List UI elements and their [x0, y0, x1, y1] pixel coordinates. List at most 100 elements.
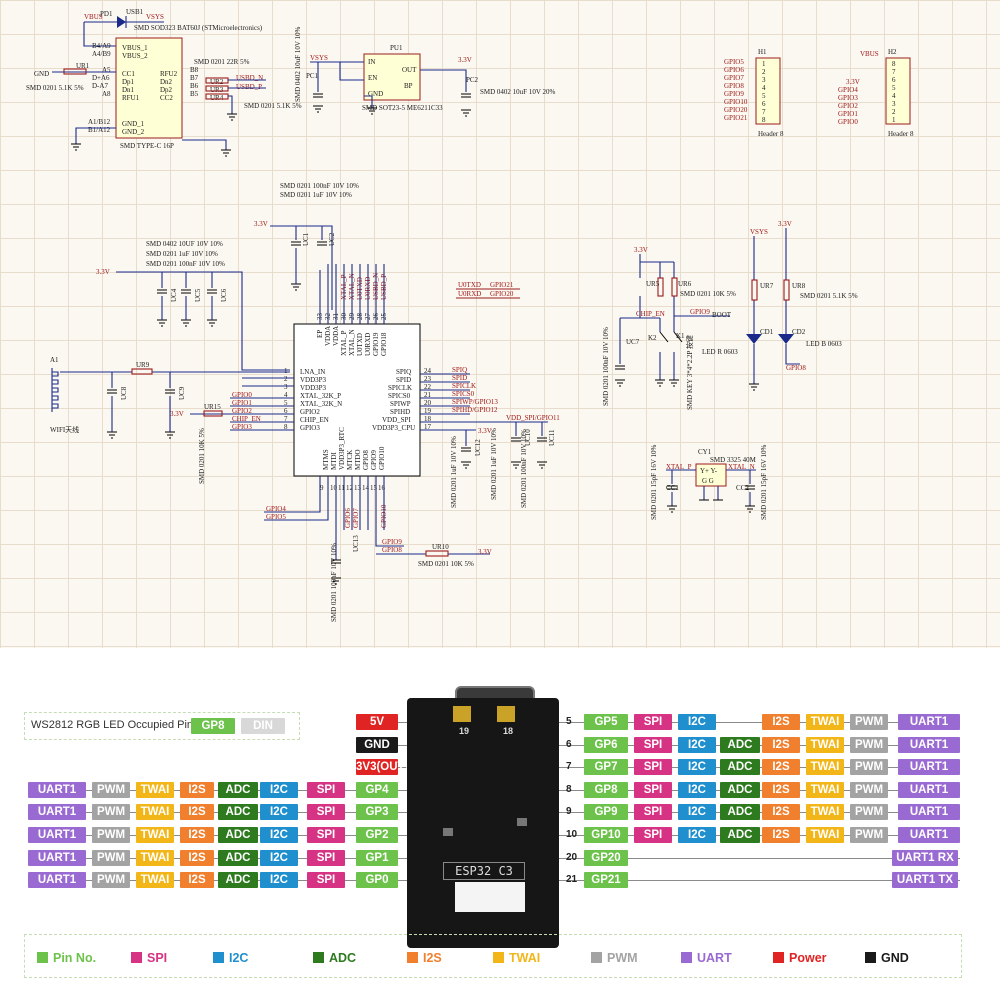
left-pin-tag: PWM [92, 781, 130, 798]
legend-swatch [681, 952, 692, 963]
mcu-pin-num: 11 [338, 484, 345, 492]
h2-pin: 3 [892, 100, 896, 108]
h2-body [885, 57, 911, 125]
schematic-diagram: VBUS VSYS PD1 USB1 SMD SOD323 BAT60J (ST… [0, 0, 1000, 648]
usb-inner-label: Dn1 [122, 86, 135, 94]
right-pin-tag: SPI [634, 759, 672, 776]
ur1-resistor [63, 68, 87, 75]
board-component [517, 818, 527, 826]
h1-net: GPIO20 [724, 106, 748, 114]
left-pin-tag: ADC [218, 781, 258, 798]
rf-gnd-wires [111, 396, 230, 432]
left-pin-tag: SPI [307, 781, 345, 798]
uc5-ref: UC5 [194, 288, 202, 302]
right-pin-tag: ADC [720, 827, 760, 843]
mcu-net: GPIO2 [232, 407, 252, 415]
legend-swatch [213, 952, 224, 963]
left-pin-tag: 5V [356, 714, 398, 730]
mcu-pin-label: XTAL_32K_P [300, 392, 341, 400]
usb-pin-label: B5 [190, 90, 199, 98]
left-pin-tag: PWM [92, 827, 130, 843]
esp32c3-chip-body [293, 323, 421, 477]
right-pin-tag: I2C [678, 759, 716, 776]
pd1-symbol [117, 16, 126, 28]
mcu-3v3-net-left: 3.3V [96, 268, 110, 276]
uart-wires [456, 288, 520, 299]
right-pin-tag: GP6 [584, 736, 628, 753]
pc2-ref: PC2 [466, 76, 479, 84]
mcu-pin-label: GPIO8 [362, 450, 370, 470]
right-pin-tag: GP5 [584, 714, 628, 730]
mcu-left-pins: LNA_IN VDD3P3 VDD3P3 XTAL_32K_P XTAL_32K… [300, 368, 342, 432]
h1-pin: 3 [762, 76, 766, 84]
uart-net: GPIO20 [490, 290, 514, 298]
key-part: SMD KEY 3*4*2.2P 按键 [685, 335, 694, 410]
cy1-part: SMD 3325 40M [710, 456, 757, 464]
right-pin-tag: TWAI [806, 714, 844, 730]
usb-inner-label: GND_2 [122, 128, 145, 136]
pd1-part: SMD SOD323 BAT60J (STMicroelectronics) [134, 24, 263, 32]
usbd-n-net: USBD_N [236, 74, 263, 82]
right-pin-tag: PWM [850, 781, 888, 798]
left-pin-tag: I2C [260, 849, 298, 866]
h2-pin: 6 [892, 76, 896, 84]
ldo-part: SMD SOT23-5 ME6211C33 [362, 104, 443, 112]
k2-ref: K2 [648, 334, 657, 342]
uc8-ref: UC8 [120, 386, 128, 400]
board-pin-number: 7 [566, 761, 572, 773]
legend-label: PWM [607, 951, 638, 965]
legend-label: ADC [329, 951, 357, 965]
mcu-pin-num: 1 [284, 367, 288, 375]
legend-item: Power [773, 951, 827, 965]
ur2-ref: UR2 [210, 78, 224, 86]
xtal-p-net: XTAL_P [666, 463, 692, 471]
right-pin-tag: PWM [850, 736, 888, 753]
board-pin-number: 5 [566, 716, 572, 727]
mcu-net: CHIP_EN [232, 415, 261, 423]
legend-label: SPI [147, 951, 168, 965]
left-pin-tag: I2C [260, 872, 298, 889]
right-pin-tag: TWAI [806, 759, 844, 776]
usb-inner-right: RFU2 Dn2 Dp2 CC2 [160, 70, 178, 102]
mcu-pin-num: 2 [284, 375, 288, 383]
ldo-section: VSYS PU1 IN EN GND OUT BP SMD SOT23-5 ME… [294, 27, 555, 117]
led-gpio8: GPIO8 [786, 364, 806, 372]
h1-net: GPIO10 [724, 98, 748, 106]
mcu-pin-label: SPICS0 [388, 392, 411, 400]
legend-item: SPI [131, 951, 167, 965]
h2-pin: 4 [892, 92, 896, 100]
left-pin-tag: UART1 [28, 872, 86, 889]
left-pin-tag: I2C [260, 827, 298, 843]
mcu-pin-num: 20 [424, 399, 432, 407]
decoupling-caps [461, 437, 547, 452]
uc13-cap [331, 559, 341, 585]
ldo-3v3-net: 3.3V [458, 56, 472, 64]
right-pin-tag: I2C [678, 714, 716, 730]
mcu-net: GPIO1 [232, 399, 252, 407]
uc13-ref: UC13 [352, 535, 360, 552]
gnd-symbol [71, 143, 81, 151]
mcu-pin-num: 10 [330, 484, 338, 492]
ldo-pin-label: BP [404, 82, 413, 90]
pc1-part: SMD 0402 10uF 10V 10% [294, 27, 302, 102]
cd2-ref: CD2 [792, 328, 806, 336]
mcu-pin-label: XTAL_P [340, 330, 348, 356]
mcu-pin-label: SPICLK [388, 384, 412, 392]
mcu-pin-num: 23 [424, 375, 432, 383]
mcu-pin-num: 22 [424, 383, 432, 391]
crystal-pins: Y+ Y- [700, 467, 718, 475]
mcu-right-nets: SPIQ SPID SPICLK SPICS0 SPIWP/GPIO13 SPI… [452, 366, 560, 435]
cc1-ref: CC1 [666, 484, 679, 492]
gnd-wire [75, 127, 116, 144]
right-pin-tag: SPI [634, 736, 672, 753]
pu1-ref: PU1 [390, 44, 403, 52]
right-pin-tag: ADC [720, 736, 760, 753]
left-pin-tag: UART1 [28, 781, 86, 798]
ur8-ref: UR8 [792, 282, 806, 290]
h1-pins: 1 2 3 4 5 6 7 8 [762, 60, 766, 124]
ldo-ic-body [363, 53, 421, 101]
left-pin-tag: ADC [218, 849, 258, 866]
mcu-pin-num: 9 [320, 484, 324, 492]
h2-pin: 8 [892, 60, 896, 68]
usb-inner-label: GND_1 [122, 120, 145, 128]
